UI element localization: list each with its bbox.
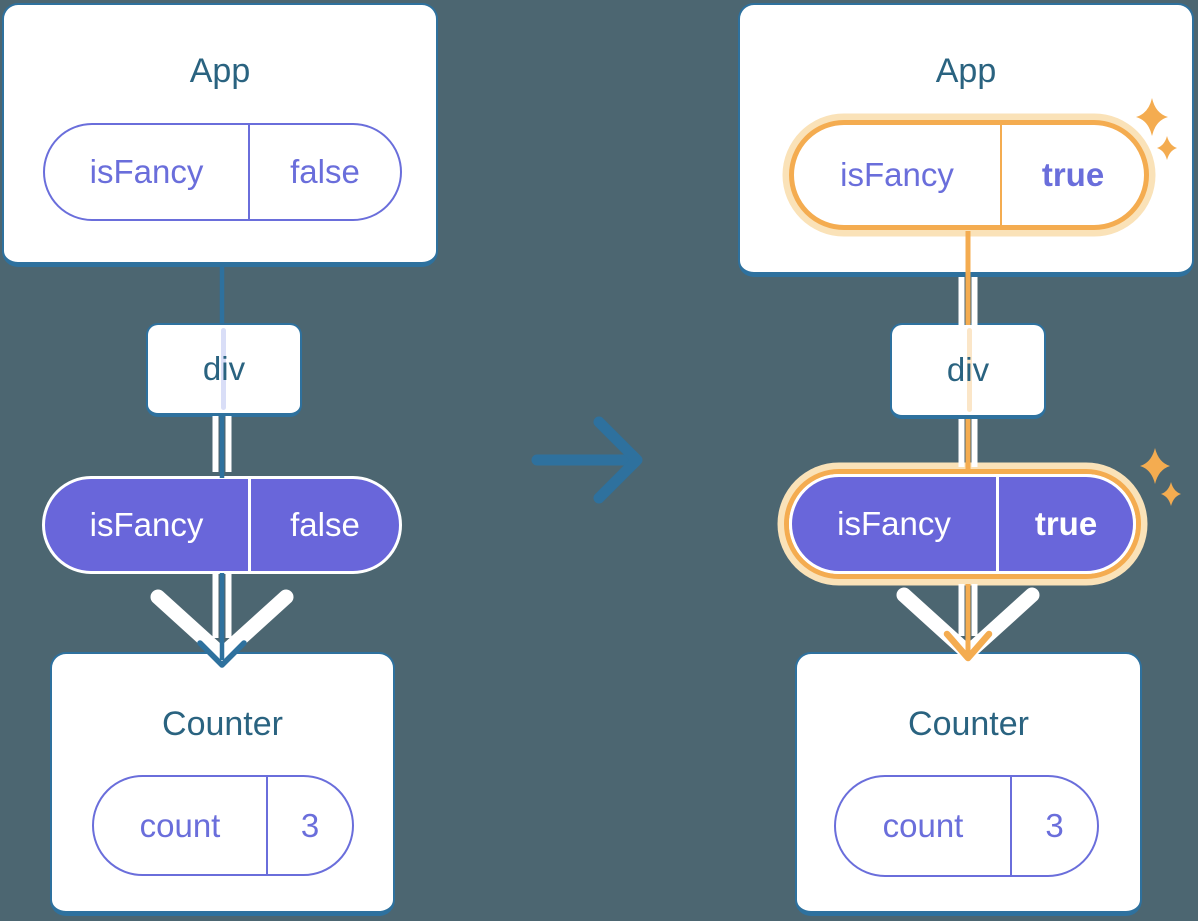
right-arrow-icon bbox=[531, 416, 643, 504]
prop-value: false bbox=[248, 125, 400, 219]
after-app-title: App bbox=[935, 52, 997, 90]
prop-value: true bbox=[996, 477, 1133, 571]
before-app-title: App bbox=[189, 52, 251, 90]
before-counter-title: Counter bbox=[162, 705, 283, 743]
before-thread-white-rails bbox=[212, 573, 232, 638]
prop-name: isFancy bbox=[89, 153, 204, 190]
before-div-label: div bbox=[202, 350, 246, 387]
before-white-chevron-icon bbox=[150, 589, 294, 663]
after-thread-white-rails bbox=[958, 277, 978, 325]
after-white-chevron-icon bbox=[896, 587, 1040, 661]
after-div-label: div bbox=[946, 351, 990, 388]
after-counter-title: Counter bbox=[908, 705, 1029, 743]
after-counter-state-pill: count 3 bbox=[834, 775, 1099, 877]
after-thread-white-rails bbox=[958, 584, 978, 636]
prop-name: isFancy bbox=[89, 506, 204, 543]
prop-passthrough-line bbox=[967, 328, 972, 412]
prop-name: isFancy bbox=[837, 505, 951, 542]
right-arrow-head bbox=[593, 416, 643, 504]
prop-passthrough-line bbox=[221, 328, 226, 410]
after-div-card: div bbox=[890, 323, 1046, 419]
before-app-card: App isFancy false bbox=[2, 3, 438, 267]
before-passed-prop-pill: isFancy false bbox=[42, 476, 402, 574]
after-counter-card: Counter count 3 bbox=[795, 652, 1142, 916]
sparkle-icon bbox=[1161, 482, 1181, 506]
before-counter-state-pill: count 3 bbox=[92, 775, 354, 876]
sparkle-icon bbox=[1140, 448, 1170, 484]
after-app-card: App isFancy true bbox=[738, 3, 1194, 277]
after-passed-prop-pill-highlighted: isFancy true bbox=[784, 469, 1141, 579]
after-passed-prop-pill: isFancy true bbox=[789, 474, 1136, 574]
after-app-prop-pill-highlighted: isFancy true bbox=[789, 120, 1149, 230]
before-div-card: div bbox=[146, 323, 302, 417]
state-name: count bbox=[882, 807, 964, 844]
before-thread-white-rails bbox=[212, 416, 232, 472]
after-thread-white-rails bbox=[958, 419, 978, 467]
before-counter-card: Counter count 3 bbox=[50, 652, 395, 916]
prop-name: isFancy bbox=[840, 156, 954, 193]
before-app-prop-pill: isFancy false bbox=[43, 123, 402, 221]
prop-value: false bbox=[248, 479, 399, 571]
prop-value: true bbox=[1000, 125, 1144, 225]
state-value: 3 bbox=[266, 777, 352, 874]
state-name: count bbox=[139, 806, 221, 844]
state-value: 3 bbox=[1010, 777, 1097, 875]
